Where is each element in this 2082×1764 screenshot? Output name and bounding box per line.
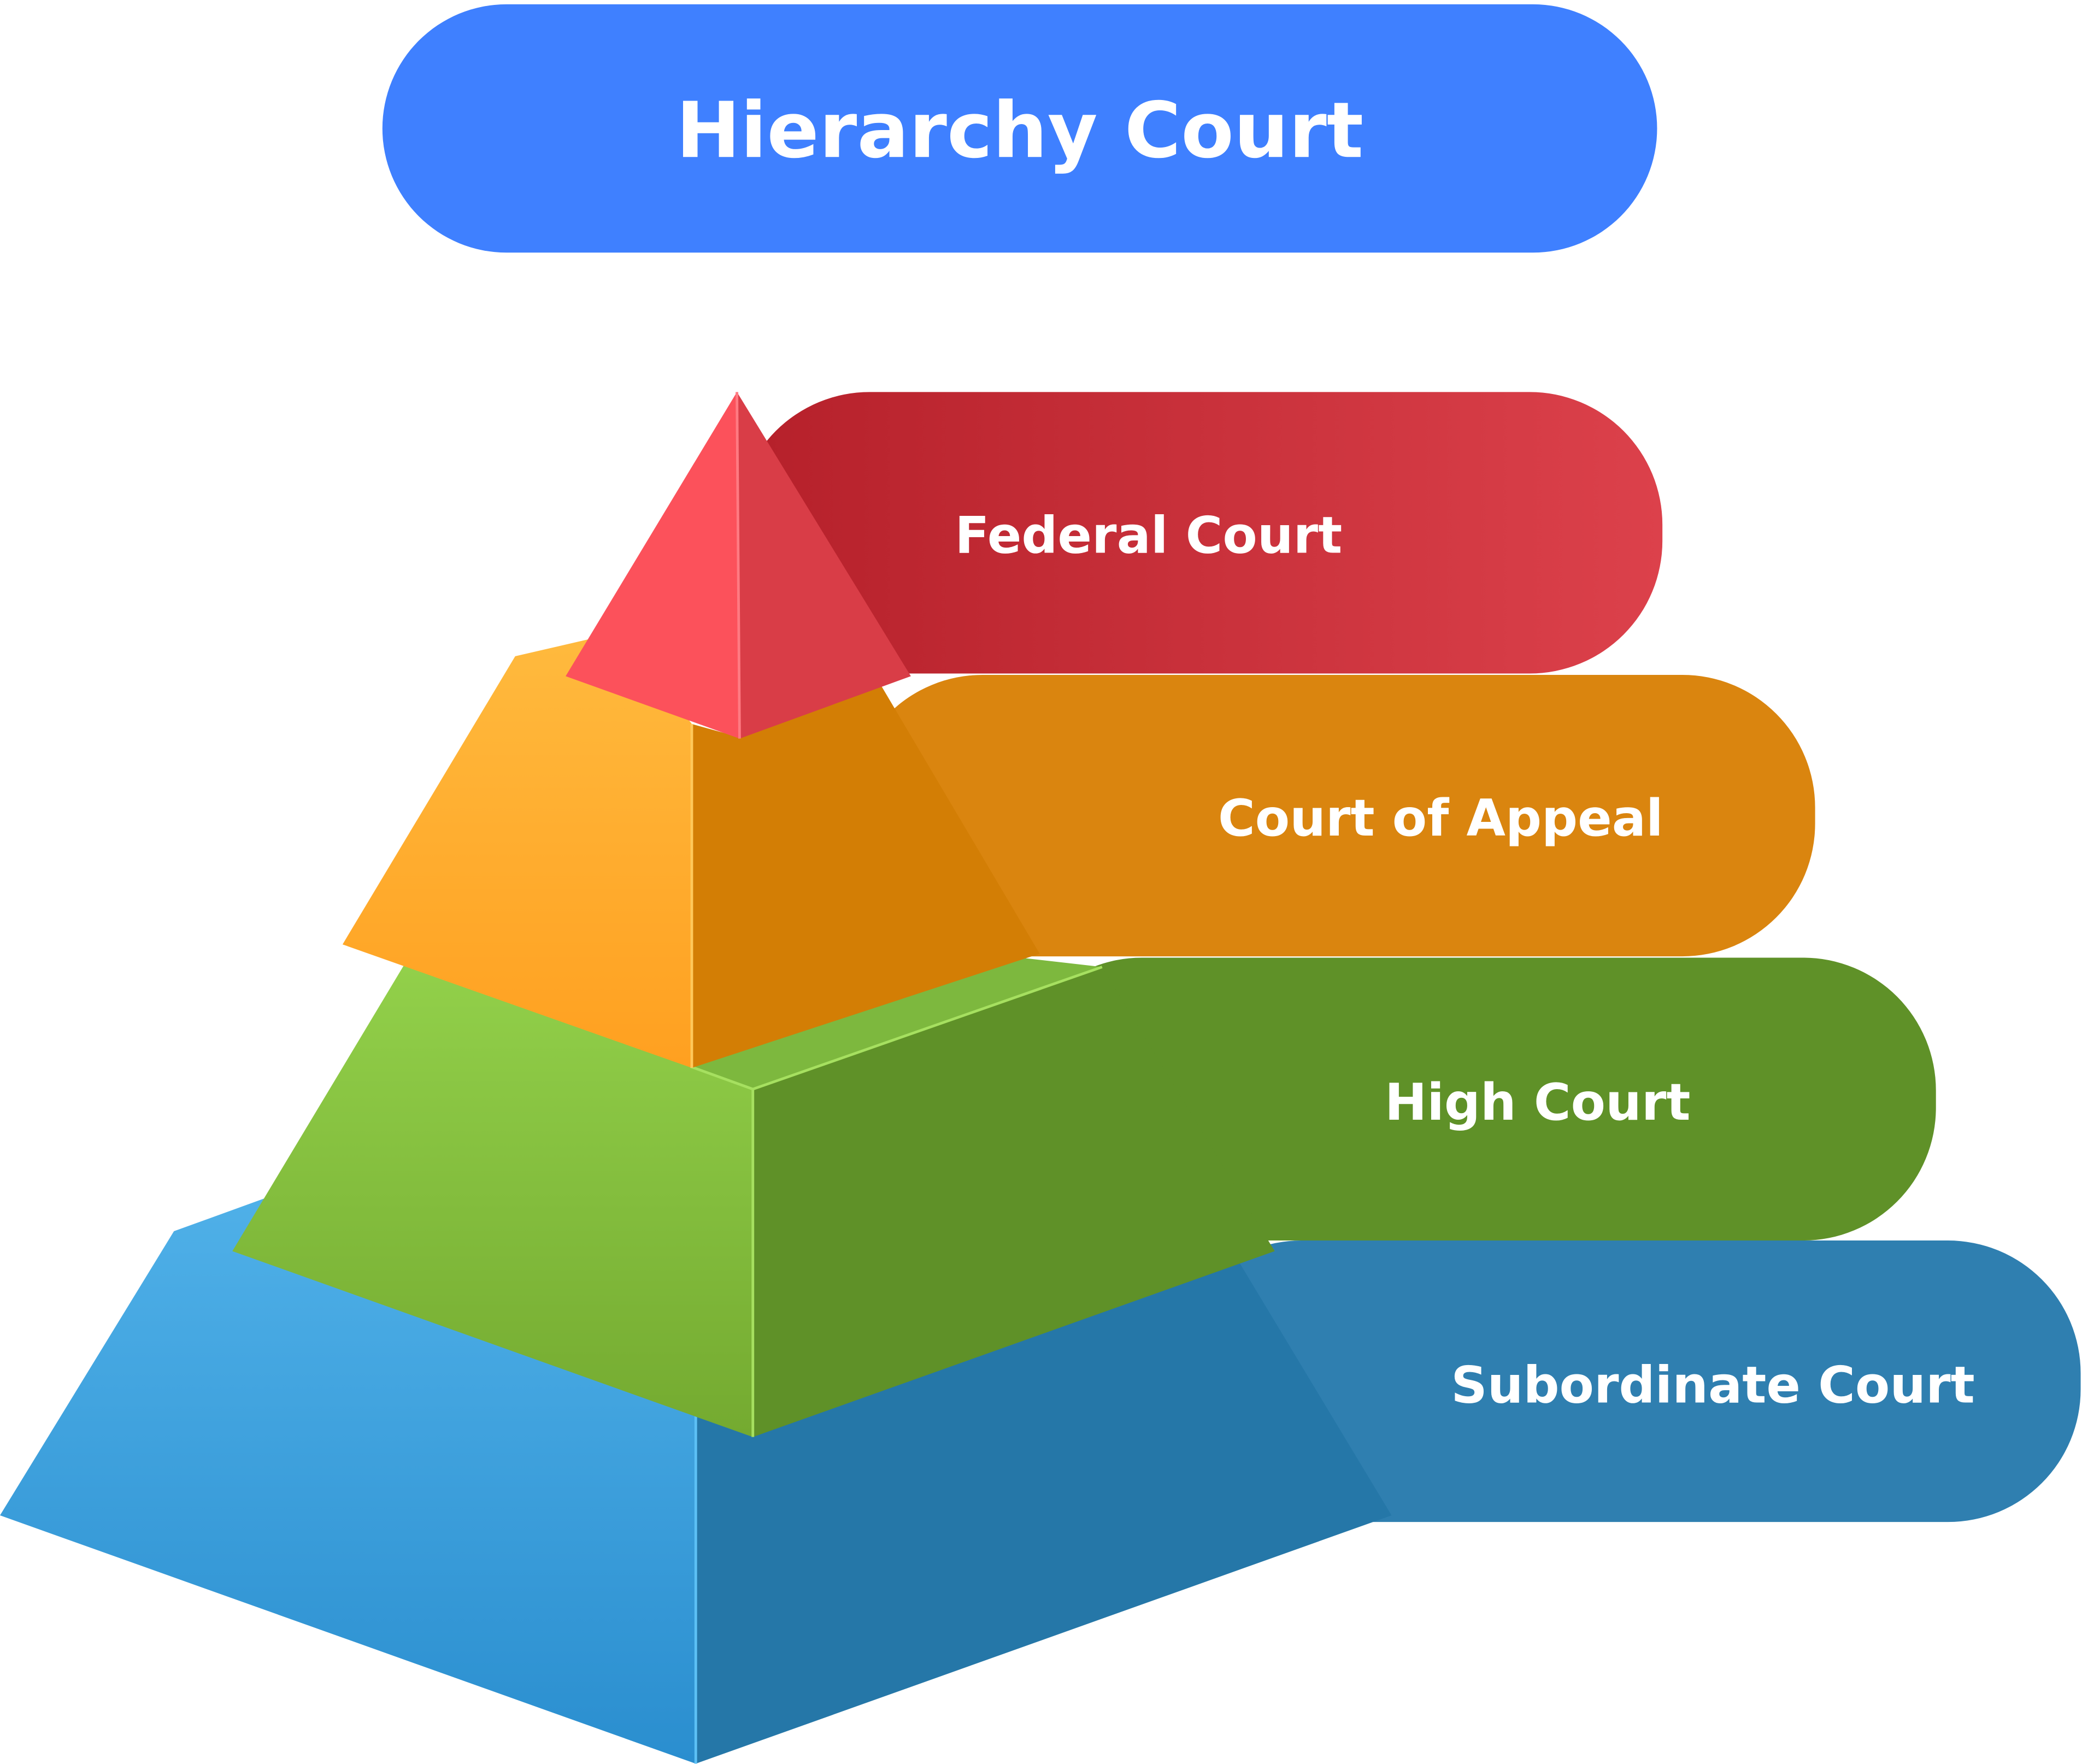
title-banner: Hierarchy Court (382, 4, 1657, 253)
label-federal-court: Federal Court (955, 505, 1342, 565)
pyramid-tier-red (566, 392, 911, 739)
label-subordinate-court: Subordinate Court (1451, 1356, 1975, 1415)
pyramid-tier-orange (342, 631, 1040, 1068)
band-court-of-appeal: Court of Appeal (850, 674, 1815, 957)
label-high-court: High Court (1385, 1073, 1690, 1132)
band-high-court: High Court (1009, 957, 1936, 1241)
title-text: Hierarchy Court (676, 86, 1363, 175)
pyramid-tier-green (232, 956, 1275, 1437)
band-federal-court: Federal Court (737, 392, 1663, 674)
label-court-of-appeal: Court of Appeal (1218, 789, 1663, 848)
band-subordinate-court: Subordinate Court (1168, 1240, 2081, 1522)
